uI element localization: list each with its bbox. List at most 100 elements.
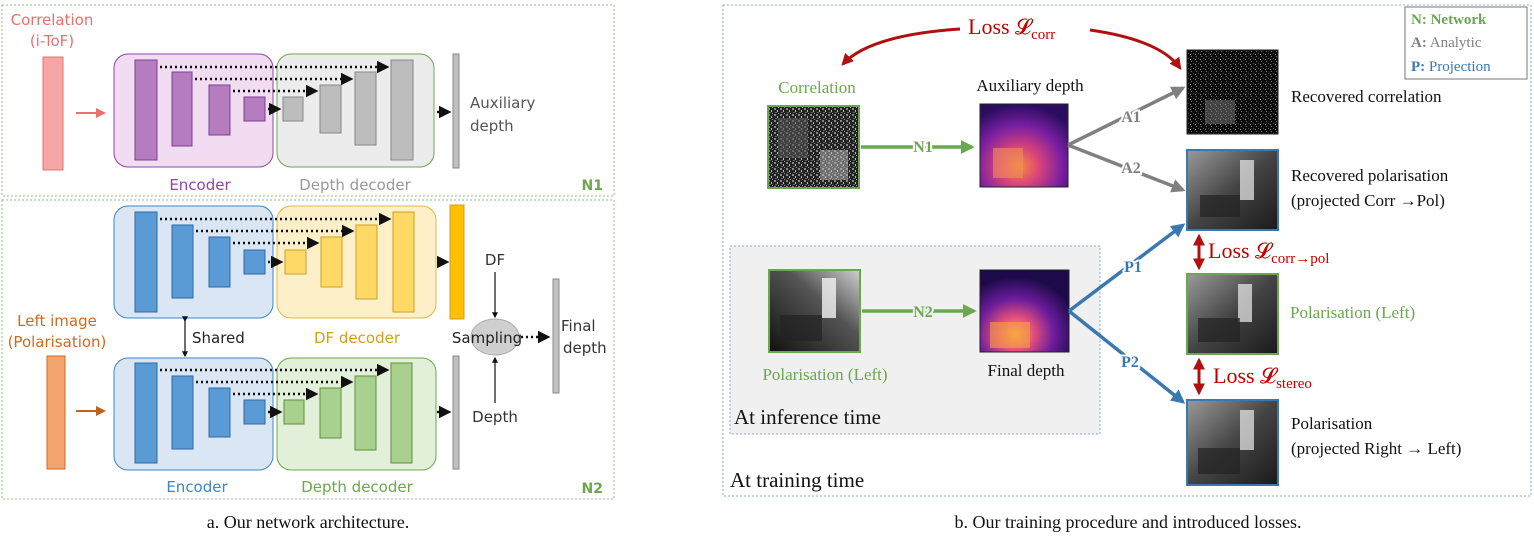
final-depth-label-sub: depth	[563, 339, 607, 357]
sampling-label: Sampling	[452, 329, 522, 347]
projected-polarisation-image	[1186, 399, 1279, 486]
polarisation-left-input-image	[768, 269, 861, 353]
n2-up-enc-layer-3	[208, 236, 231, 288]
legend-analytic: A: Analytic	[1411, 35, 1482, 51]
n1-frame	[1, 4, 615, 197]
n1-skip-connections	[160, 60, 452, 119]
p1-arrow	[1067, 223, 1186, 313]
n2-input-label: Left image	[17, 312, 97, 330]
panel-a: Correlation (i-ToF) Encoder Depth decode…	[1, 4, 615, 532]
n1-output-label-sub: depth	[470, 117, 514, 135]
panel-b-caption: b. Our training procedure and introduced…	[955, 512, 1302, 532]
n1-tag: N1	[582, 178, 603, 194]
n2-upper-skip-connections	[160, 212, 450, 269]
shared-label: Shared	[192, 329, 245, 347]
final-depth-image	[979, 269, 1070, 353]
n2-tag: N2	[582, 481, 603, 497]
correlation-image	[767, 105, 860, 189]
n1-encoder-label: Encoder	[169, 176, 231, 194]
p1-label: P1	[1124, 259, 1142, 276]
n2-up-enc-layer-2	[171, 224, 194, 299]
sampling-node	[470, 318, 520, 356]
loss-corr-arrow	[841, 27, 961, 66]
n2-flow-label: N2	[913, 304, 933, 321]
polarisation-input-bar	[46, 355, 66, 470]
p2-label: P2	[1121, 354, 1139, 371]
n1-dec-layer-1	[282, 96, 304, 122]
n1-enc-layer-2	[171, 71, 193, 147]
n1-enc-layer-1	[134, 59, 158, 161]
n2-lo-enc-layer-3	[208, 387, 231, 438]
panel-a-caption: a. Our network architecture.	[207, 512, 409, 532]
loss-corr-label: Loss 𝓛corr	[968, 14, 1055, 43]
legend-projection: P: Projection	[1411, 59, 1491, 75]
recovered-polarisation-label: Recovered polarisation	[1291, 166, 1449, 185]
polarisation-left-input-label: Polarisation (Left)	[762, 365, 887, 384]
n1-dec-layer-4	[390, 59, 414, 161]
n2-up-enc-layer-4	[243, 249, 266, 275]
n2-encoder-label: Encoder	[166, 478, 228, 496]
a2-arrow	[1067, 143, 1186, 193]
n2-lo-enc-layer-1	[134, 362, 158, 464]
recovered-correlation-image	[1186, 49, 1279, 135]
n1-output-bar	[452, 53, 460, 169]
n2-input-label-sub: (Polarisation)	[8, 333, 107, 351]
a1-label: A1	[1121, 109, 1141, 126]
n2-lo-enc-layer-2	[171, 375, 194, 450]
n2-dec-layer-2	[319, 387, 342, 439]
recovered-polarisation-label-sub: (projected Corr →Pol)	[1291, 191, 1445, 210]
n1-input-label-sub: (i-ToF)	[30, 32, 74, 50]
depth-label: Depth	[472, 408, 518, 426]
n2-df-layer-4	[392, 211, 415, 313]
n1-dec-layer-3	[354, 71, 377, 146]
n1-output-label: Auxiliary	[470, 94, 536, 112]
panel-b: N: Network A: Analytic P: Projection Los…	[722, 4, 1532, 532]
n2-dec-layer-4	[390, 362, 413, 464]
inference-label: At inference time	[734, 405, 881, 429]
final-depth-bar	[552, 278, 560, 394]
aux-depth-label: Auxiliary depth	[976, 76, 1084, 95]
n2-dec-layer-3	[354, 375, 377, 451]
n2-df-layer-1	[284, 249, 307, 275]
loss-corr-pol-label: Loss 𝓛corr→pol	[1208, 238, 1329, 267]
final-depth-label: Final	[561, 317, 596, 335]
n2-df-layer-2	[320, 236, 343, 288]
final-depth-label-b: Final depth	[988, 361, 1065, 380]
loss-corr-arrow-right	[1089, 28, 1182, 70]
n2-up-enc-layer-1	[134, 211, 158, 313]
correlation-input-bar	[42, 56, 64, 171]
legend-network: N: Network	[1411, 12, 1487, 28]
legend-box	[1404, 6, 1528, 80]
polarisation-left-target-image	[1186, 273, 1279, 355]
correlation-label: Correlation	[778, 78, 856, 97]
n1-flow-label: N1	[913, 139, 933, 156]
training-frame	[722, 4, 1532, 497]
p2-arrow	[1067, 309, 1186, 404]
n2-lo-enc-layer-4	[243, 399, 266, 425]
projected-polarisation-label: Polarisation	[1291, 414, 1373, 433]
a1-arrow	[1067, 86, 1186, 147]
n1-dec-layer-2	[319, 84, 342, 134]
n2-dec-layer-1	[283, 399, 305, 425]
n1-decoder-label: Depth decoder	[299, 176, 411, 194]
projected-polarisation-label-sub: (projected Right → Left)	[1291, 439, 1461, 458]
df-label: DF	[485, 251, 505, 269]
n1-enc-layer-4	[243, 96, 266, 122]
training-label: At training time	[730, 468, 864, 492]
n2-depth-output-bar	[452, 355, 460, 470]
polarisation-left-target-label: Polarisation (Left)	[1290, 303, 1415, 322]
loss-stereo-label: Loss 𝓛stereo	[1213, 363, 1312, 392]
n2-lower-skip-connections	[160, 363, 452, 419]
n1-input-label: Correlation	[11, 11, 94, 29]
n2-decoder-label: Depth decoder	[301, 478, 413, 496]
n2-df-decoder-label: DF decoder	[314, 329, 401, 347]
n2-frame	[1, 199, 615, 500]
recovered-polarisation-image	[1186, 149, 1279, 231]
recovered-correlation-label: Recovered correlation	[1291, 87, 1442, 106]
a2-label: A2	[1121, 160, 1141, 177]
aux-depth-image	[979, 103, 1069, 188]
n2-df-layer-3	[355, 224, 378, 300]
n2-df-output-bar	[449, 204, 465, 320]
n1-enc-layer-3	[208, 84, 231, 136]
